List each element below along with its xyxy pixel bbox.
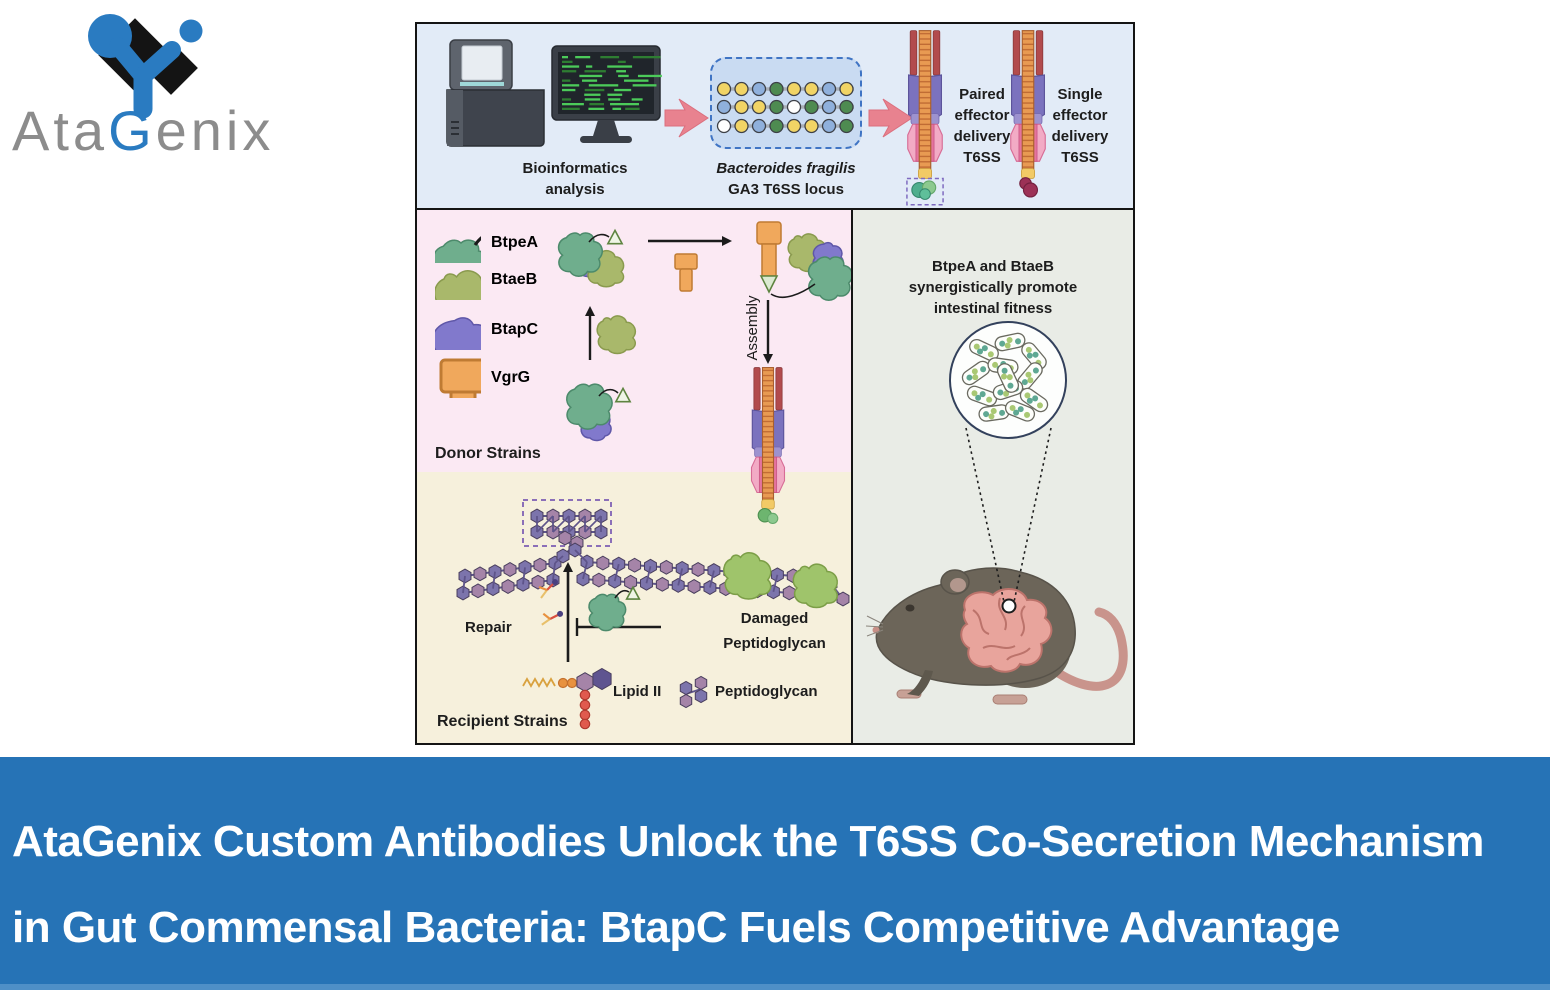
caption-line3: intestinal fitness <box>933 300 1053 317</box>
legend-row-btaeb: BtaeB <box>435 260 537 300</box>
btpea-label: BtpeA <box>491 234 539 251</box>
code-lines-icon <box>562 56 662 110</box>
headline-banner: AtaGenix Custom Antibodies Unlock the T6… <box>0 757 1550 990</box>
mouse-icon <box>865 567 1128 705</box>
damaged-peptidoglycan-label: Damaged Peptidoglycan <box>723 610 826 652</box>
caption-line2: synergistically promote <box>908 279 1078 296</box>
gut-target-dot <box>1001 598 1017 614</box>
locus-species: Bacteroides fragilis <box>716 160 856 177</box>
intestinal-fitness-panel: BtpeA and BtaeB synergistically promote in… <box>851 210 1133 743</box>
dotted-callout-lines <box>965 427 1052 614</box>
gene-locus-icon <box>716 81 854 134</box>
vgrg-icon <box>439 358 481 398</box>
legend-row-btpea: BtpeA <box>435 223 538 263</box>
sequencer-and-monitor-icon <box>446 39 662 147</box>
peptidoglycan-label: Peptidoglycan <box>715 683 818 700</box>
intestines-icon <box>960 588 1053 673</box>
repair-label: Repair <box>465 619 512 636</box>
logo-y-icon <box>88 14 203 119</box>
recipient-illustration <box>417 499 851 730</box>
legend-row-vgrg: VgrG <box>435 358 530 398</box>
atagenix-logo: AtaGenix <box>0 6 380 181</box>
t6ss-paired-icon <box>902 29 948 211</box>
headline-line1: AtaGenix Custom Antibodies Unlock the T6… <box>12 817 1484 866</box>
figure-frame: Bioinformatics analysis Bacteroides frag… <box>415 22 1135 745</box>
t6ss-single-icon <box>1005 29 1051 211</box>
mouse-whiskers <box>865 615 884 637</box>
arrow-right-icon <box>664 98 709 138</box>
mouse-tail <box>1046 607 1128 691</box>
caption-line1: BtpeA and BtaeB <box>932 258 1054 275</box>
recipient-panel: Repair Damaged Peptidoglycan Lipid II Pe… <box>417 472 851 743</box>
btapc-label: BtapC <box>491 321 539 338</box>
bioinformatics-label: Bioinformatics analysis <box>522 160 628 198</box>
btaeb-label: BtaeB <box>491 271 538 288</box>
logo-mark-icon: AtaGenix <box>12 14 274 162</box>
headline-line2: in Gut Commensal Bacteria: BtapC Fuels C… <box>12 903 1340 952</box>
recipient-strains-label: Recipient Strains <box>437 713 568 730</box>
vgrg-label: VgrG <box>491 369 531 386</box>
btpea-icon <box>435 236 481 263</box>
top-panel: Bioinformatics analysis Bacteroides frag… <box>417 24 1133 210</box>
arrow-right-icon <box>868 98 913 138</box>
bacteria-zoom-circle <box>949 321 1067 439</box>
paired-t6ss-label: Paired effector delivery T6SS <box>953 86 1011 166</box>
btapc-icon <box>435 310 481 350</box>
gene-locus-box <box>710 57 862 149</box>
donor-illustration <box>417 221 851 472</box>
mouse-eye <box>905 604 915 612</box>
monitor-icon <box>551 45 662 143</box>
logo-wordmark: AtaGenix <box>12 99 274 162</box>
assembly-label: Assembly <box>744 295 761 361</box>
sequencer-icon <box>446 39 545 147</box>
assembled-t6ss-icon <box>746 366 790 541</box>
lipid2-label: Lipid II <box>613 683 662 700</box>
btaeb-icon <box>435 260 481 300</box>
legend-row-btapc: BtapC <box>435 310 538 350</box>
fitness-caption: BtpeA and BtaeB synergistically promote in… <box>863 256 1123 319</box>
donor-strains-label: Donor Strains <box>435 445 541 462</box>
locus-line2: GA3 T6SS locus <box>728 181 844 198</box>
single-t6ss-label: Single effector delivery T6SS <box>1051 86 1109 166</box>
